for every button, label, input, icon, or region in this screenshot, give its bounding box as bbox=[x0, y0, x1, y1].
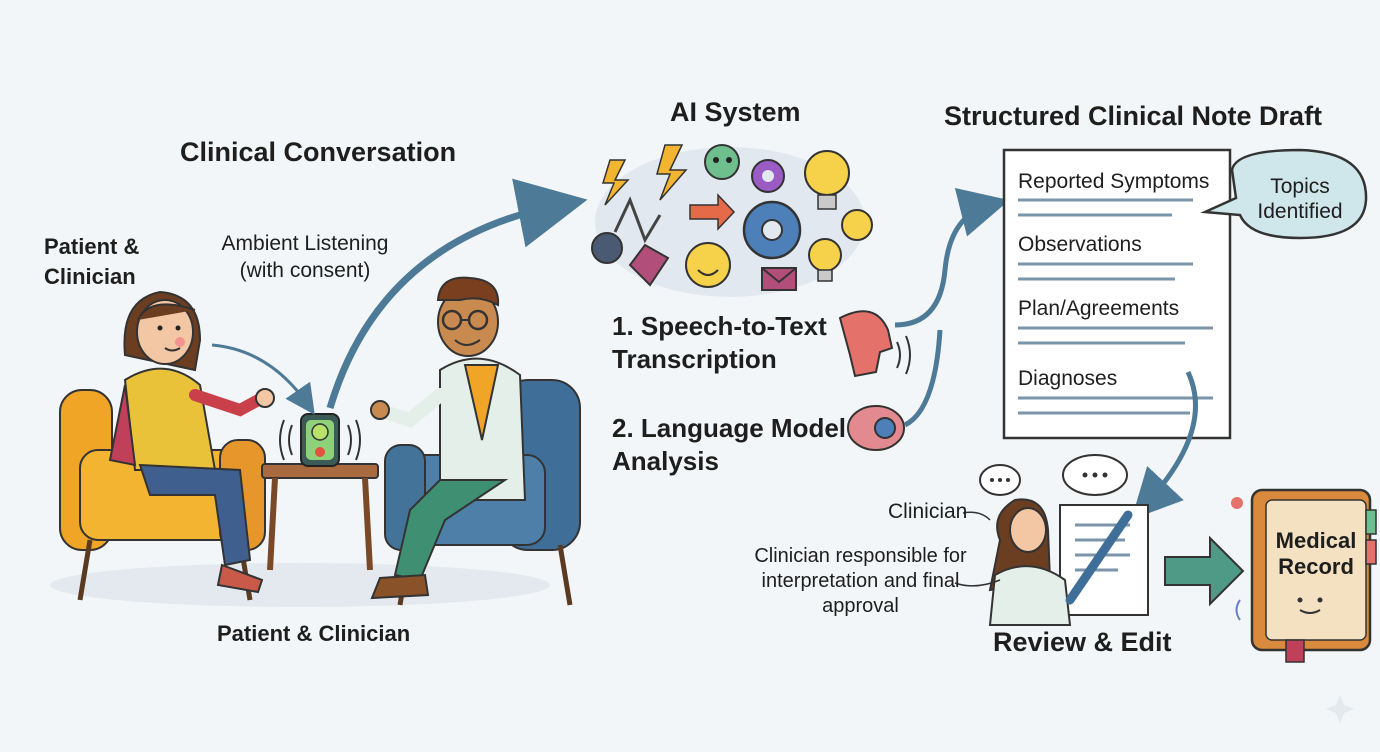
note-section-diagnoses: Diagnoses bbox=[1018, 367, 1118, 390]
medical-record-book bbox=[1231, 488, 1377, 663]
medical-record-label: Medical Record bbox=[1275, 528, 1357, 580]
note-section-symptoms: Reported Symptoms bbox=[1018, 170, 1210, 193]
gear-icon bbox=[751, 159, 785, 193]
note-section-observations: Observations bbox=[1018, 233, 1142, 256]
pen-icon bbox=[1065, 510, 1133, 605]
arrow-to-review bbox=[1131, 370, 1198, 520]
topics-callout-text: Topics Identified bbox=[1257, 175, 1343, 224]
envelope-icon bbox=[761, 267, 797, 291]
clinician-figure bbox=[370, 276, 581, 606]
side-table bbox=[261, 463, 379, 571]
label-responsibility: Clinician responsible for interpretation… bbox=[754, 545, 967, 617]
face-icon bbox=[704, 144, 740, 180]
label-ambient-listening: Ambient Listening (with consent) bbox=[221, 232, 389, 283]
label-patient-clinician-top: Patient & Clinician bbox=[44, 234, 140, 289]
smiley-icon bbox=[685, 242, 731, 288]
lightbulb-icon bbox=[808, 238, 842, 282]
arrow-speech-to-device bbox=[211, 343, 315, 415]
patient-figure bbox=[59, 290, 275, 601]
gear-icon bbox=[742, 200, 802, 260]
smiley-icon bbox=[841, 209, 873, 241]
note-document bbox=[1002, 148, 1232, 440]
ai-system-cloud bbox=[591, 144, 873, 297]
label-patient-clinician-bottom: Patient & Clinician bbox=[217, 621, 411, 646]
face-icon bbox=[591, 232, 623, 264]
waveform-icon bbox=[613, 196, 662, 244]
diamond-icon bbox=[628, 243, 670, 287]
label-speech-to-text: 1. Speech-to-Text Transcription bbox=[612, 311, 827, 374]
arrow-to-note bbox=[894, 188, 1010, 328]
lightning-icon bbox=[601, 159, 630, 206]
note-section-plan: Plan/Agreements bbox=[1018, 297, 1180, 320]
sparkle-icon bbox=[1326, 695, 1354, 723]
arrow-right-icon bbox=[689, 193, 736, 231]
reviewing-clinician bbox=[954, 454, 1149, 626]
arrow-analysis-merge bbox=[903, 329, 943, 428]
heading-review-edit: Review & Edit bbox=[993, 627, 1172, 657]
label-language-model: 2. Language Model Analysis bbox=[612, 413, 847, 476]
lightbulb-icon bbox=[804, 150, 850, 210]
arrow-device-to-ai bbox=[326, 178, 588, 409]
speaking-head-icon bbox=[838, 310, 911, 378]
topics-callout-bubble bbox=[1200, 148, 1368, 240]
label-clinician: Clinician bbox=[888, 500, 968, 523]
heading-clinical-conversation: Clinical Conversation bbox=[180, 137, 457, 167]
arrow-to-record bbox=[1164, 535, 1245, 607]
brain-gear-icon bbox=[847, 405, 905, 451]
lightning-icon bbox=[656, 144, 688, 201]
floor-shadow bbox=[50, 563, 550, 607]
listening-device bbox=[279, 413, 361, 467]
heading-note-draft: Structured Clinical Note Draft bbox=[944, 101, 1323, 131]
heading-ai-system: AI System bbox=[670, 97, 801, 127]
